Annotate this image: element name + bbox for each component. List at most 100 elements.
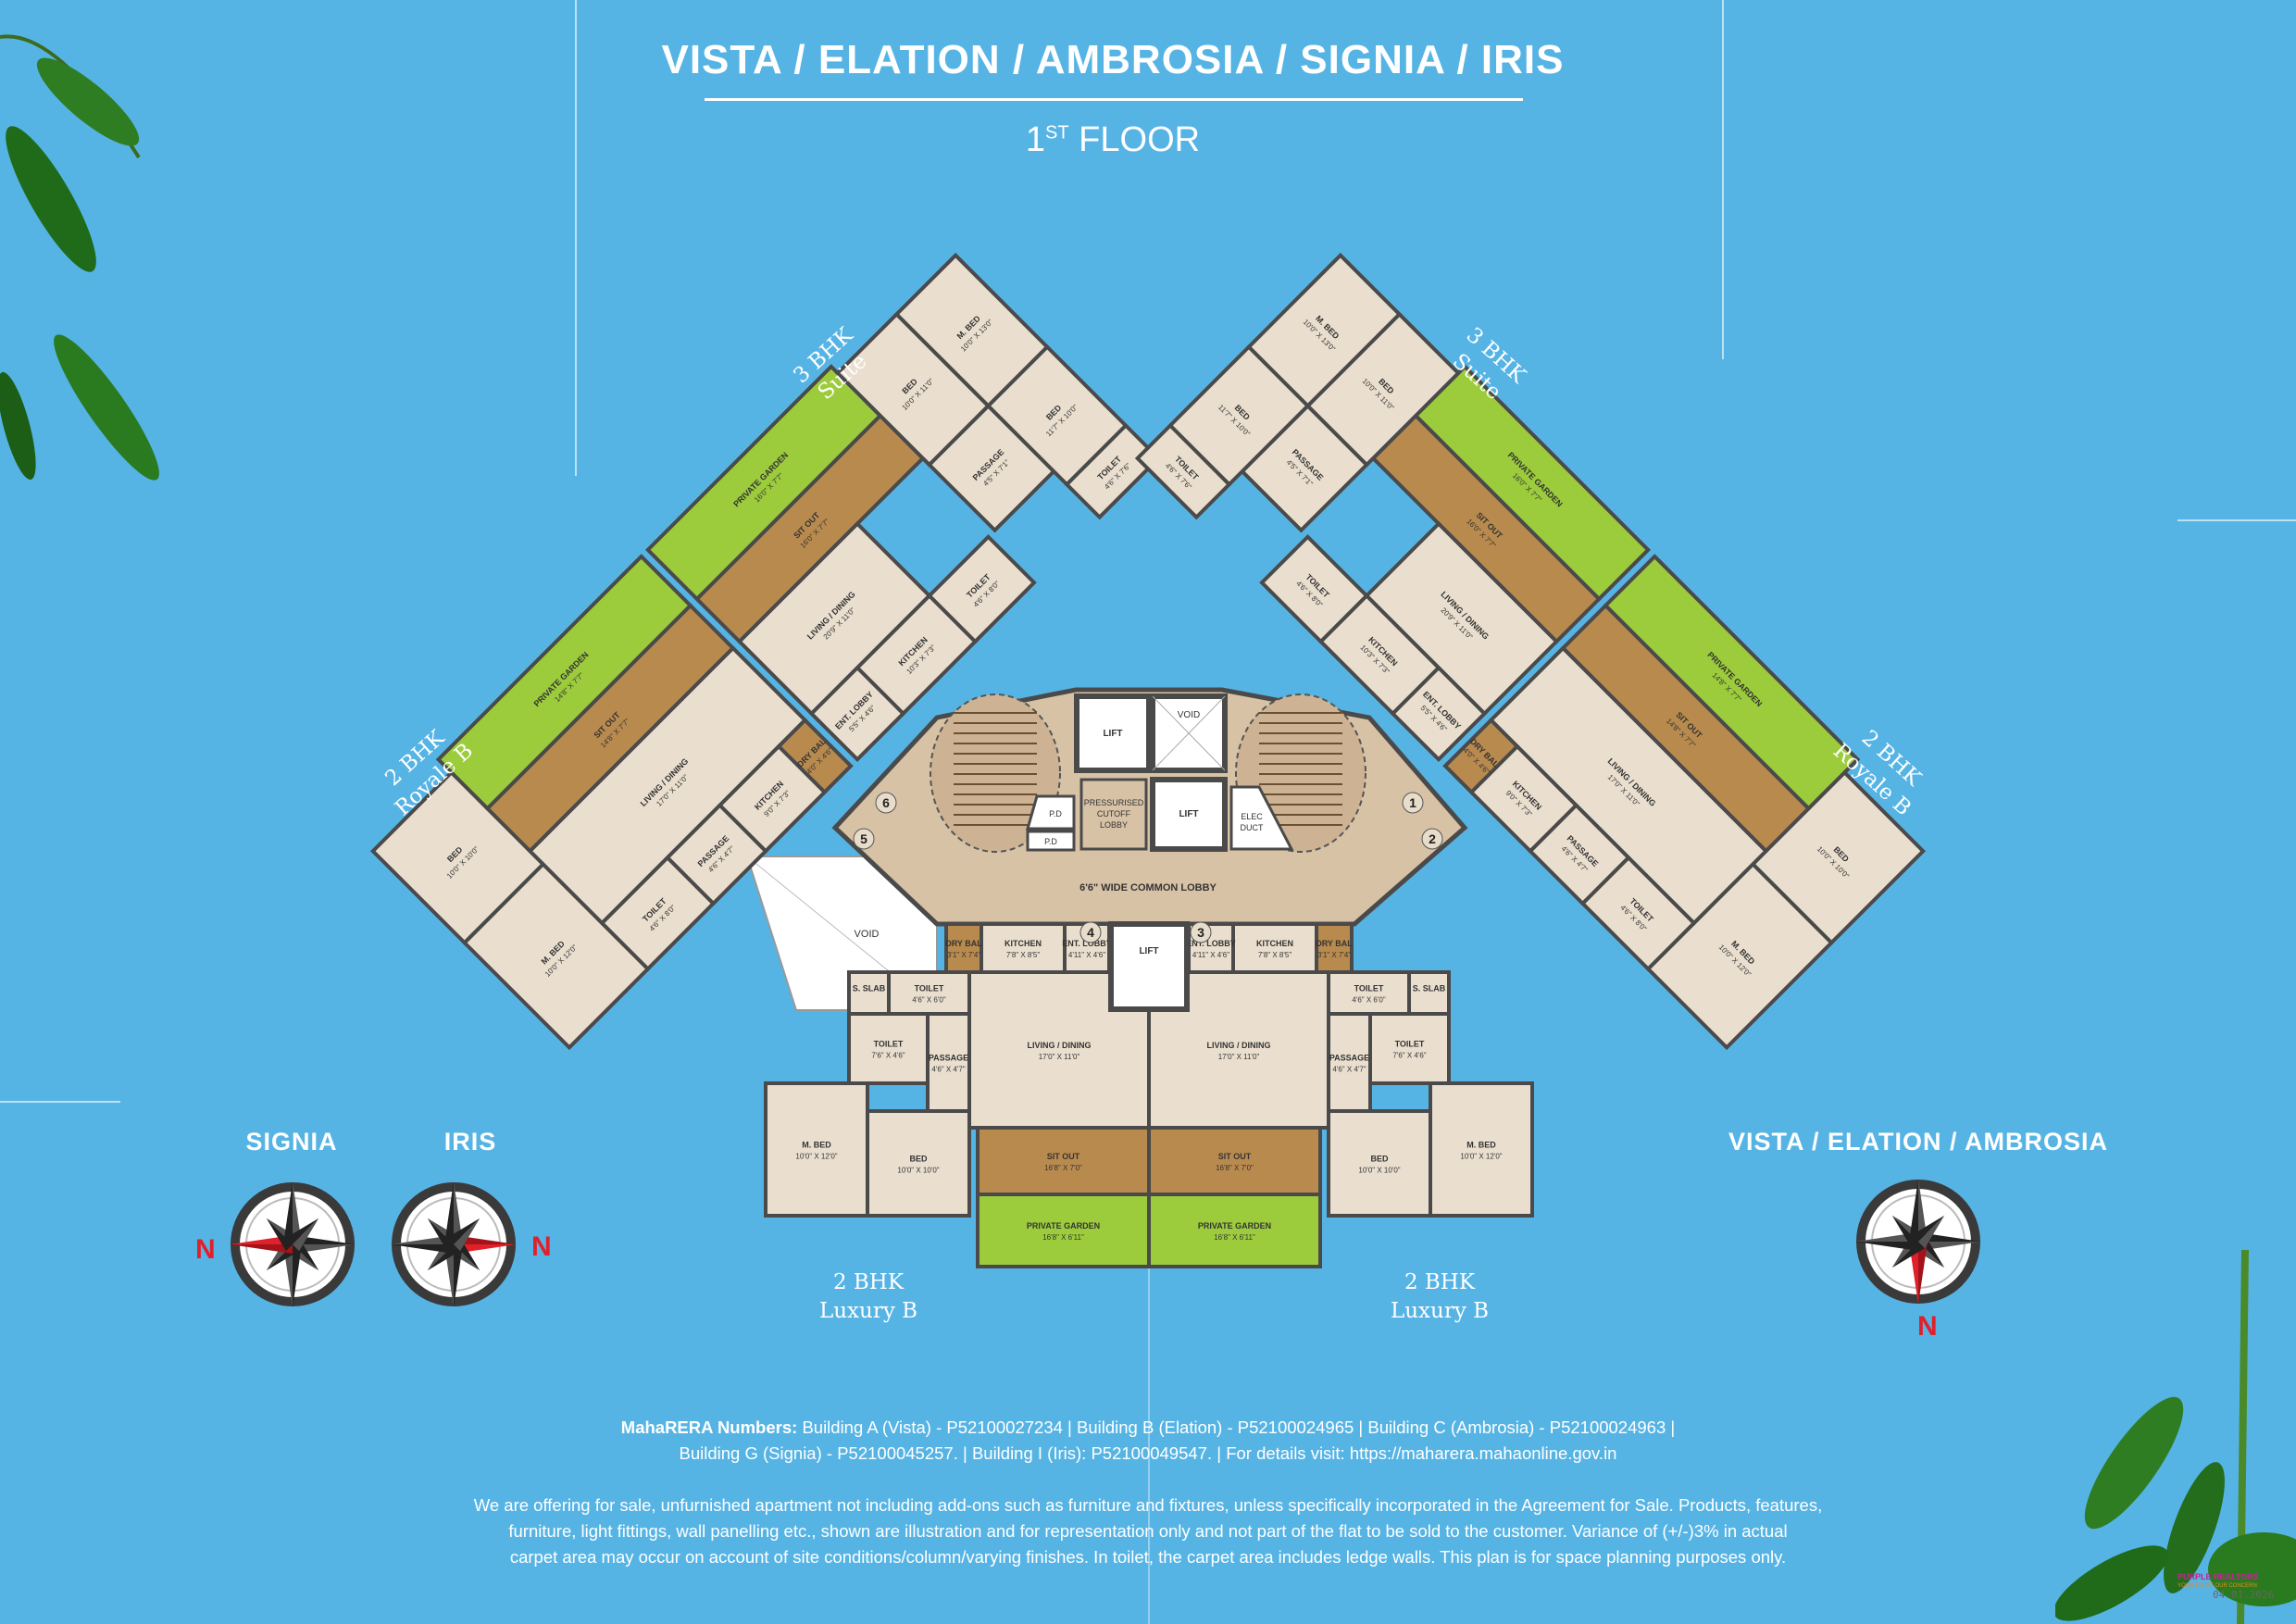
flat-number: 3: [1197, 925, 1204, 940]
room-dimension: 7'6" X 4'6": [871, 1052, 905, 1060]
void-cross: [1152, 695, 1226, 771]
rera-numbers: MahaRERA Numbers: Building A (Vista) - P…: [0, 1415, 2296, 1467]
flat-number: 2: [1429, 831, 1436, 846]
room-dimension: 3'1" X 7'4": [1317, 951, 1351, 959]
room-name: ENT. LOBBY: [1186, 939, 1236, 948]
room-dimension: 7'8" X 8'5": [1006, 951, 1040, 959]
floor-suffix: ST: [1045, 122, 1069, 144]
common-lobby-label: 6'6" WIDE COMMON LOBBY: [1079, 882, 1217, 893]
room-name: PRIVATE GARDEN: [1027, 1221, 1100, 1230]
unit-variant: Luxury B: [818, 1299, 918, 1323]
leaf-icon: [2055, 1545, 2168, 1621]
room-name: S. SLAB: [1413, 984, 1446, 993]
flat-number-badge: [1190, 921, 1212, 943]
room-luxury: [1315, 922, 1354, 974]
pd-label: P.D: [1044, 837, 1057, 846]
pd-shaft: [1026, 830, 1076, 852]
unit-variant: Luxury B: [1390, 1299, 1490, 1323]
unit-type: 2 BHK: [832, 1270, 905, 1294]
pressurised-lobby: [1079, 778, 1148, 851]
guide-line: [1722, 0, 1724, 359]
unit-label-2bhk-luxury-left: 2 BHK Luxury B: [819, 1268, 917, 1326]
room-dimension: 10'0" X 12'0": [795, 1153, 837, 1161]
room-name: TOILET: [915, 984, 944, 993]
unit-type: 2 BHK: [1404, 1270, 1476, 1294]
flat-number: 6: [882, 795, 890, 810]
room-luxury: [1147, 1193, 1322, 1268]
rera-line-2: Building G (Signia) - P52100045257. | Bu…: [679, 1443, 1617, 1463]
floor-title: 1ST FLOOR: [0, 120, 2226, 160]
room-dimension: 4'6" X 6'0": [1352, 996, 1385, 1005]
unit-label-2bhk-luxury-right: 2 BHK Luxury B: [1391, 1268, 1489, 1326]
room-name: KITCHEN: [1004, 939, 1042, 948]
pd-shaft: [1026, 794, 1076, 831]
room-name: PRIVATE GARDEN: [1198, 1221, 1271, 1230]
pressurised-label: CUTOFF: [1097, 809, 1131, 818]
void-label: VOID: [855, 929, 880, 940]
room-luxury: [944, 922, 983, 974]
north-label-signia: N: [195, 1234, 216, 1265]
disclaimer: We are offering for sale, unfurnished ap…: [0, 1493, 2296, 1570]
plant-bottom-right: [2055, 1249, 2296, 1624]
elec-duct-label: DUCT: [1241, 823, 1264, 832]
iris-label: IRIS: [443, 1128, 497, 1156]
room-luxury: [764, 1081, 869, 1218]
room-name: TOILET: [1395, 1040, 1425, 1049]
flat-number-badge: [875, 792, 897, 814]
pressurised-label: PRESSURISED: [1084, 798, 1144, 807]
room-name: DRY BAL: [945, 939, 982, 948]
staircase-left: [930, 693, 1061, 853]
room-suite: [808, 665, 906, 763]
floor-number: 1: [1025, 120, 1046, 159]
room-luxury: [926, 1012, 971, 1113]
north-label-iris: N: [531, 1231, 552, 1262]
room-dimension: 10'0" X 10'0": [897, 1167, 939, 1175]
watermark-date: 04.01.2026: [2213, 1589, 2275, 1601]
room-name: DRY BAL: [1316, 939, 1353, 948]
brand-tagline: YOUR TRUST OUR CONCERN: [2177, 1583, 2257, 1589]
room-dimension: 10'0" X 10'0": [1358, 1167, 1400, 1175]
room-dimension: 4'6" X 6'0": [912, 996, 945, 1005]
room-luxury: [866, 1109, 971, 1218]
room-dimension: 16'8" X 7'0": [1216, 1164, 1254, 1172]
room-name: SIT OUT: [1047, 1152, 1080, 1161]
room-dimension: 16'8" X 6'11": [1042, 1233, 1084, 1242]
room-name: LIVING / DINING: [1027, 1041, 1091, 1050]
flat-number-badge: [853, 828, 875, 850]
room-luxury: [976, 1126, 1151, 1196]
flat-number: 4: [1087, 925, 1094, 940]
elec-duct-label: ELEC: [1241, 812, 1263, 821]
room-luxury: [887, 970, 971, 1016]
room-suite: [1390, 665, 1488, 763]
room-dimension: 4'6" X 4'7": [931, 1066, 965, 1074]
leaves-top-left: [0, 34, 159, 481]
pd-label: P.D: [1049, 809, 1062, 818]
room-dimension: 16'8" X 7'0": [1044, 1164, 1082, 1172]
void-shaft-label: VOID: [1178, 710, 1200, 720]
leaf-icon: [36, 57, 140, 146]
lift-label: LIFT: [1103, 729, 1122, 739]
leaf-icon: [6, 126, 96, 272]
lift-3: [1108, 921, 1190, 1012]
room-dimension: 3'1" X 7'4": [947, 951, 980, 959]
title-underline: [705, 98, 1523, 101]
room-name: TOILET: [1354, 984, 1384, 993]
leaf-icon: [54, 334, 159, 481]
room-name: ENT. LOBBY: [1062, 939, 1112, 948]
room-name: M. BED: [1466, 1141, 1496, 1150]
room-luxury: [976, 1193, 1151, 1268]
pressurised-label: LOBBY: [1100, 820, 1128, 830]
room-luxury: [847, 1012, 930, 1085]
rera-line-1: MahaRERA Numbers: Building A (Vista) - P…: [0, 1415, 2296, 1441]
room-dimension: 4'6" X 4'7": [1332, 1066, 1366, 1074]
flat-number: 1: [1409, 795, 1416, 810]
disclaimer-line: furniture, light fittings, wall panellin…: [508, 1521, 1788, 1541]
room-luxury: [1407, 970, 1451, 1016]
room-luxury: [1231, 922, 1318, 974]
room-dimension: 17'0" X 11'0": [1039, 1053, 1080, 1061]
lift-label: LIFT: [1139, 946, 1158, 956]
lift-label: LIFT: [1179, 809, 1198, 819]
flat-number: 5: [860, 831, 867, 846]
room-name: TOILET: [874, 1040, 904, 1049]
